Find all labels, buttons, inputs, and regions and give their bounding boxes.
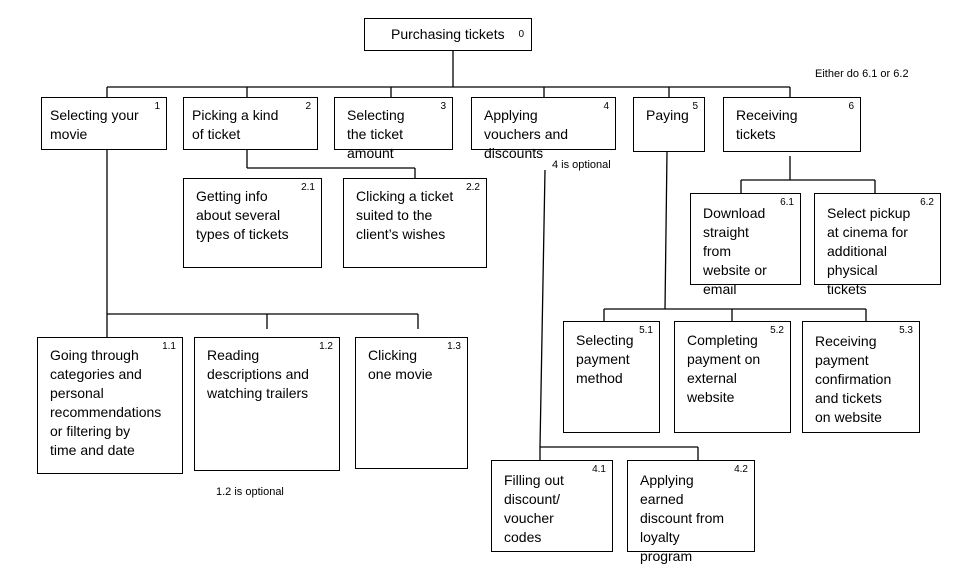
node-6-2: Select pickup at cinema for additional p… — [814, 193, 941, 297]
node-5-label: Paying — [646, 107, 689, 123]
node-5-3-number: 5.3 — [899, 325, 913, 336]
node-5-1-number: 5.1 — [639, 325, 653, 336]
node-1-2: Reading descriptions and watching traile… — [194, 337, 340, 471]
node-1: Selecting your movie 1 — [41, 97, 167, 150]
node-1-2-number: 1.2 — [319, 341, 333, 352]
note-either: Either do 6.1 or 6.2 — [815, 68, 909, 80]
node-2-1: Getting info about several types of tick… — [183, 178, 322, 268]
note-optional-4: 4 is optional — [552, 159, 611, 171]
node-5: Paying 5 — [633, 97, 705, 152]
node-4: Applying vouchers and discounts 4 — [471, 97, 616, 161]
node-0-label: Purchasing tickets — [391, 26, 505, 42]
node-5-2: Completing payment on external website 5… — [674, 321, 791, 433]
node-6: Receiving tickets 6 — [723, 97, 861, 152]
node-1-3-number: 1.3 — [447, 341, 461, 352]
node-4-2-number: 4.2 — [734, 464, 748, 475]
node-2-label: Picking a kind of ticket — [192, 107, 279, 142]
node-0: Purchasing tickets 0 — [364, 18, 532, 51]
node-1-1: Going through categories and personal re… — [37, 337, 183, 474]
node-0-number: 0 — [518, 29, 524, 40]
node-1-3: Clicking one movie 1.3 — [355, 337, 468, 469]
node-5-1-label: Selecting payment method — [576, 332, 634, 386]
node-1-1-number: 1.1 — [162, 341, 176, 352]
node-4-2-label: Applying earned discount from loyalty pr… — [640, 472, 725, 564]
node-6-1-label: Download straight from website or email — [703, 205, 767, 297]
node-1-1-label: Going through categories and personal re… — [50, 347, 162, 458]
node-6-number: 6 — [848, 101, 854, 112]
node-1-number: 1 — [154, 101, 160, 112]
node-2-1-label: Getting info about several types of tick… — [196, 188, 289, 242]
node-1-label: Selecting your movie — [50, 107, 139, 142]
node-4-1: Filling out discount/ voucher codes 4.1 — [491, 460, 613, 552]
node-4-number: 4 — [603, 101, 609, 112]
node-2-2: Clicking a ticket suited to the client’s… — [343, 178, 487, 268]
node-1-3-label: Clicking one movie — [368, 347, 433, 382]
node-2-2-number: 2.2 — [466, 182, 480, 193]
node-2-2-label: Clicking a ticket suited to the client’s… — [356, 188, 454, 242]
node-4-2: Applying earned discount from loyalty pr… — [627, 460, 755, 564]
node-6-2-label: Select pickup at cinema for additional p… — [827, 205, 911, 297]
note-optional-1-2: 1.2 is optional — [216, 486, 284, 498]
node-2: Picking a kind of ticket 2 — [183, 97, 318, 150]
node-5-1: Selecting payment method 5.1 — [563, 321, 660, 433]
node-6-1-number: 6.1 — [780, 197, 794, 208]
node-5-2-number: 5.2 — [770, 325, 784, 336]
connector-5-stem — [664, 151, 668, 310]
node-3-label: Selecting the ticket amount — [347, 107, 405, 161]
node-3: Selecting the ticket amount 3 — [334, 97, 453, 161]
node-5-3-label: Receiving payment confirmation and ticke… — [815, 333, 892, 425]
node-4-1-number: 4.1 — [592, 464, 606, 475]
node-6-label: Receiving tickets — [736, 107, 798, 142]
node-6-2-number: 6.2 — [920, 197, 934, 208]
node-2-number: 2 — [305, 101, 311, 112]
connector-4-stem — [539, 169, 546, 448]
node-2-1-number: 2.1 — [301, 182, 315, 193]
node-5-number: 5 — [692, 101, 698, 112]
node-5-3: Receiving payment confirmation and ticke… — [802, 321, 920, 433]
node-4-1-label: Filling out discount/ voucher codes — [504, 472, 564, 545]
node-5-2-label: Completing payment on external website — [687, 332, 761, 405]
node-4-label: Applying vouchers and discounts — [484, 107, 569, 161]
node-1-2-label: Reading descriptions and watching traile… — [207, 347, 309, 401]
node-3-number: 3 — [440, 101, 446, 112]
node-6-1: Download straight from website or email … — [690, 193, 801, 297]
